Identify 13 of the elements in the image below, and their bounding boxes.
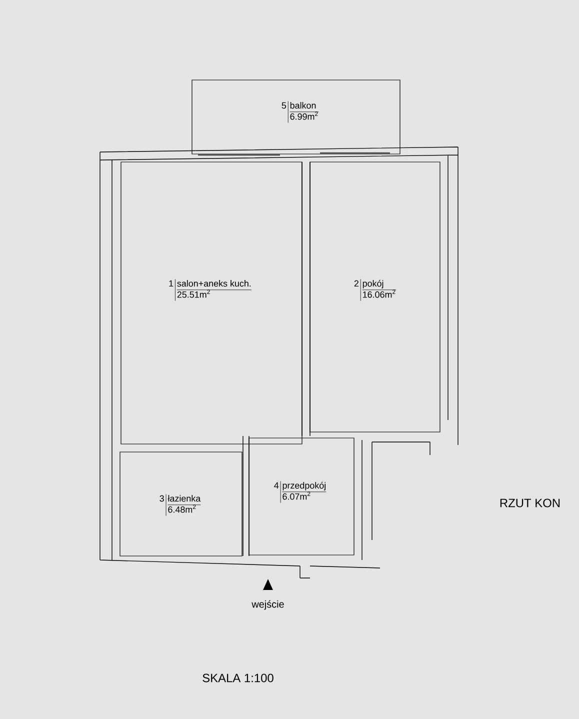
room-label: 4 przedpokój 6.07m$^{2}$ [274,481,326,503]
room-label: 1 salon+aneks kuch. 25.51m$^{2}$ [169,279,252,301]
room-label: 3 łazienka 6.48m$^{2}$ [160,494,201,516]
room-label: 5 balkon 6.99m$^{2}$ [282,101,319,123]
room-outline [248,438,354,556]
plan-title: RZUT KON [500,498,560,508]
room-outline [120,162,302,444]
entrance-label: wejście [252,600,284,610]
room-outline [192,80,400,154]
room-outline [120,452,242,556]
room-outline [310,162,440,432]
room-label: 2 pokój 16.06m$^{2}$ [354,279,396,301]
scale-label: SKALA 1:100 [202,674,274,682]
